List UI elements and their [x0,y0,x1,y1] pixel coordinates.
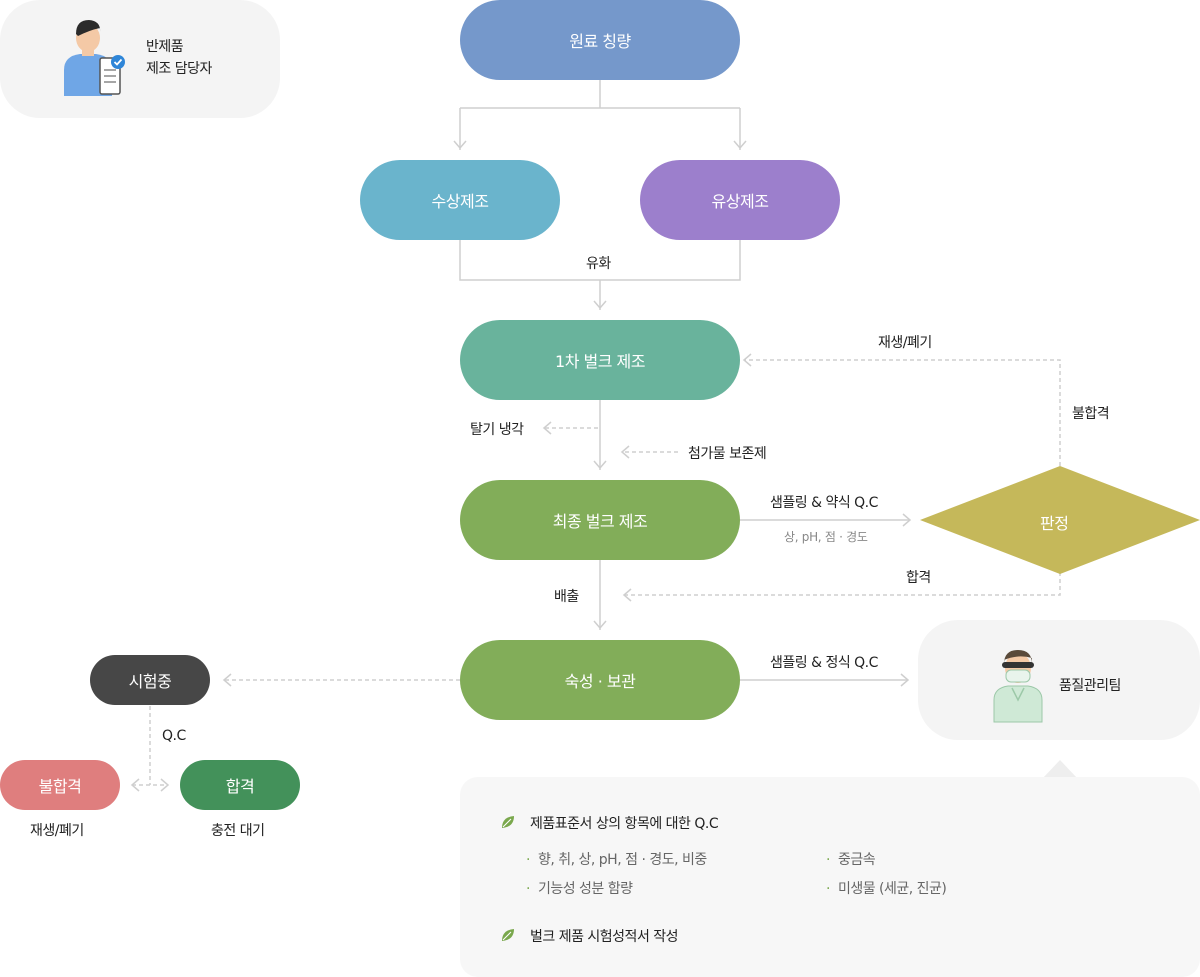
node-fail: 불합격 [0,760,120,810]
node-aging: 숙성 · 보관 [460,640,740,720]
label-discharge: 배출 [554,589,579,605]
label-emulsify: 유화 [586,256,611,272]
leaf-icon [502,816,514,828]
info-item: ·기능성 성분 함량 [526,881,633,897]
qc-team-role-box: 품질관리팀 [918,620,1200,740]
qc-info-box: 제품표준서 상의 항목에 대한 Q.C ·향, 취, 상, pH, 점 · 경도… [460,777,1200,977]
info-box-pointer [1043,760,1077,778]
info-item: ·향, 취, 상, pH, 점 · 경도, 비중 [526,852,707,868]
node-oil: 유상제조 [640,160,840,240]
node-judgement-diamond [920,466,1200,574]
label-deaerate: 탈기 냉각 [470,422,524,438]
manufacturer-person-icon [64,20,125,96]
node-testing: 시험중 [90,655,210,705]
node-weighing: 원료 칭량 [460,0,740,80]
label-sampling-formal-qc: 샘플링 & 정식 Q.C [770,655,878,671]
qc-team-person-icon [993,650,1043,723]
label-judgement-pass: 합격 [906,570,931,586]
label-fill-wait: 충전 대기 [211,823,265,839]
label-sampling-quick-qc: 샘플링 & 약식 Q.C [770,495,878,511]
node-final-bulk: 최종 벌크 제조 [460,480,740,560]
label-qc: Q.C [162,728,186,744]
manufacturer-role-label: 반제품 제조 담당자 [146,36,212,80]
info-item: ·미생물 (세균, 진균) [826,881,947,897]
info-item: ·중금속 [826,852,876,868]
manufacturer-role-line1: 반제품 [146,39,184,55]
node-judgement-label: 판정 [1040,514,1069,533]
label-judgement-fail: 불합격 [1072,406,1110,422]
qc-team-role-label: 품질관리팀 [1059,678,1121,694]
manufacturer-role-box: 반제품 제조 담당자 [0,0,280,118]
node-pass: 합격 [180,760,300,810]
label-regen-bottom: 재생/폐기 [30,823,84,839]
info-heading-qc-items: 제품표준서 상의 항목에 대한 Q.C [530,816,719,832]
label-sampling-quick-qc-items: 상, pH, 점 · 경도 [784,530,868,544]
label-regen-top: 재생/폐기 [878,335,932,351]
node-aqueous: 수상제조 [360,160,560,240]
info-heading-test-report: 벌크 제품 시험성적서 작성 [530,929,679,945]
leaf-icon [502,929,514,941]
label-additive: 첨가물 보존제 [688,446,767,462]
manufacturer-role-line2: 제조 담당자 [146,61,212,77]
node-bulk1: 1차 벌크 제조 [460,320,740,400]
